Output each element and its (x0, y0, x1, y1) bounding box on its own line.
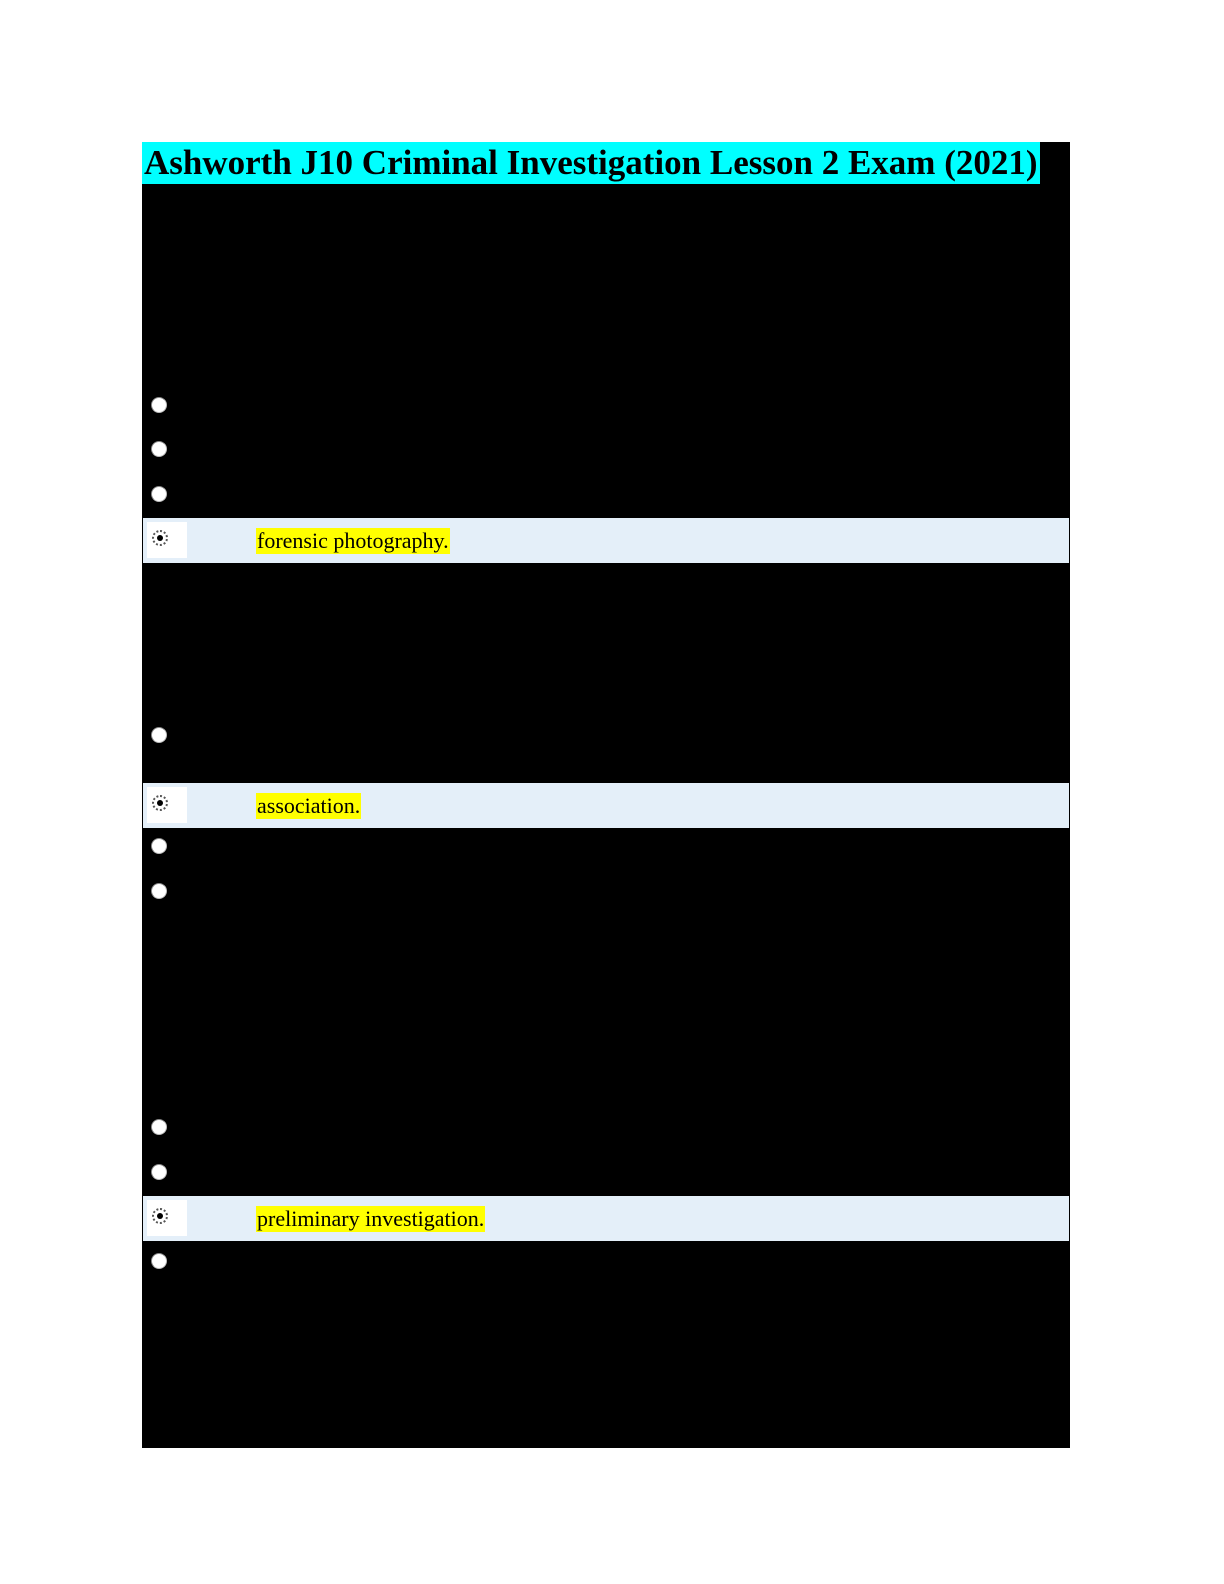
selected-answer-row[interactable]: association. (143, 783, 1069, 828)
selected-radio-icon[interactable] (152, 795, 168, 811)
answer-text: preliminary investigation. (256, 1206, 486, 1232)
selected-radio-icon[interactable] (152, 1208, 168, 1224)
option-radio[interactable] (151, 441, 167, 457)
radio-container (147, 787, 187, 823)
option-radio[interactable] (151, 1164, 167, 1180)
page-title: Ashworth J10 Criminal Investigation Less… (142, 142, 1040, 184)
selected-answer-row[interactable]: forensic photography. (143, 518, 1069, 563)
option-radio[interactable] (151, 727, 167, 743)
radio-container (147, 522, 187, 558)
option-radio[interactable] (151, 838, 167, 854)
answer-text: forensic photography. (256, 528, 450, 554)
selected-radio-icon[interactable] (152, 530, 168, 546)
radio-container (147, 1200, 187, 1236)
option-radio[interactable] (151, 486, 167, 502)
option-radio[interactable] (151, 1119, 167, 1135)
option-radio[interactable] (151, 397, 167, 413)
selected-answer-row[interactable]: preliminary investigation. (143, 1196, 1069, 1241)
option-radio[interactable] (151, 1253, 167, 1269)
answer-text: association. (256, 793, 362, 819)
option-radio[interactable] (151, 883, 167, 899)
